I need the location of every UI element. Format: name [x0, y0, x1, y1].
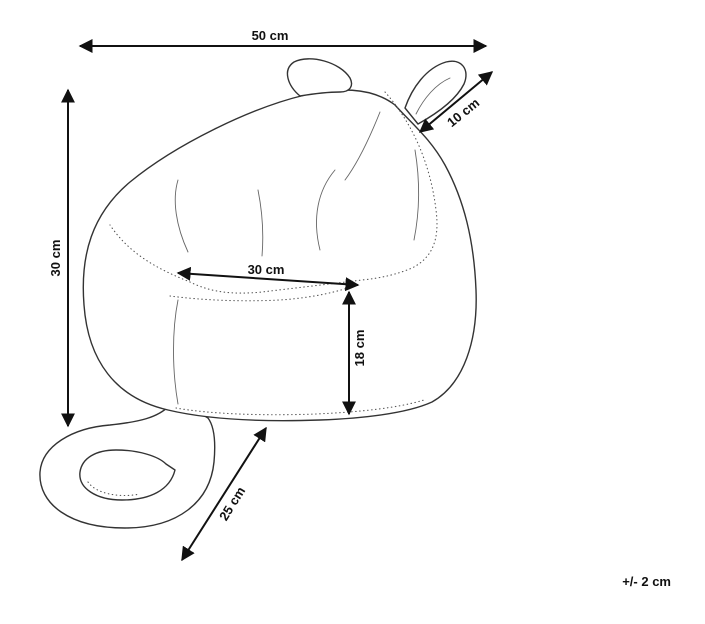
tolerance-note: +/- 2 cm [622, 574, 671, 589]
seat-front-fold [173, 299, 179, 405]
cushion-fold-4 [344, 111, 381, 181]
bed-body-outline [82, 89, 477, 422]
seat-height-label: 18 cm [352, 330, 367, 367]
overall-height-label: 30 cm [48, 240, 63, 277]
cushion-fold-2 [257, 189, 264, 257]
overall-width-label: 50 cm [252, 28, 289, 43]
tail-seam [87, 481, 141, 497]
base-seam [175, 399, 425, 416]
cushion-fold-3 [316, 169, 336, 251]
cushion-fold-1 [174, 179, 189, 253]
seat-width-label: 30 cm [248, 262, 285, 277]
tail-label: 25 cm [216, 484, 248, 523]
left-ear [286, 58, 353, 97]
tail-dimension-line [181, 426, 267, 562]
cushion-fold-5 [413, 149, 420, 241]
ear-dimension-line [418, 71, 494, 133]
seat-width-dimension-line [176, 266, 360, 292]
tail-inner-curl [79, 449, 176, 501]
